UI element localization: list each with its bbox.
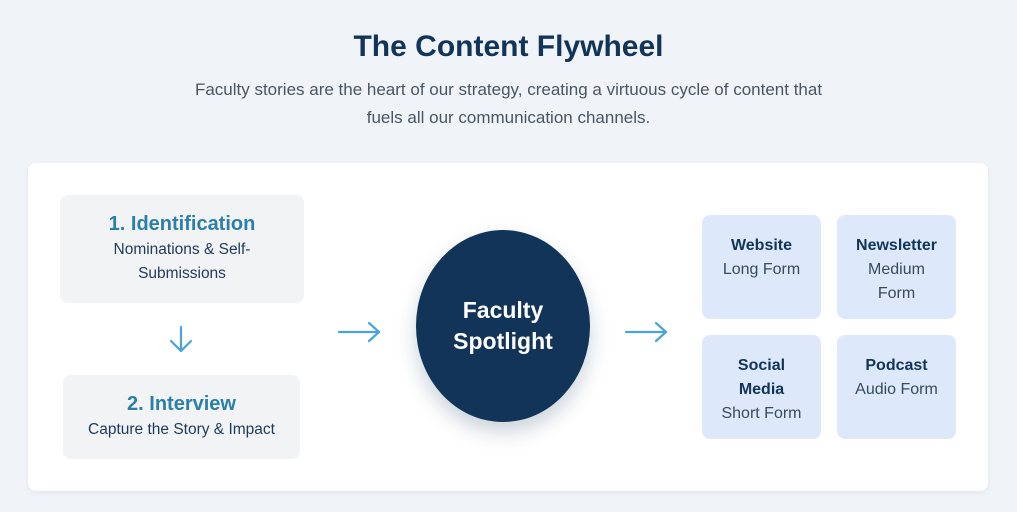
channel-name: Podcast <box>865 357 928 374</box>
step-identification: 1. Identification Nominations & Self-Sub… <box>60 195 304 303</box>
channel-form: Short Form <box>721 405 802 422</box>
arrow-right-icon <box>337 321 381 343</box>
channel-form: Long Form <box>722 261 801 278</box>
channel-name: Website <box>730 237 793 254</box>
channel-form: Audio Form <box>855 381 938 398</box>
channel-name: Newsletter <box>856 237 937 254</box>
channel-website: Website Long Form <box>702 215 821 319</box>
hub-label: Faculty Spotlight <box>453 297 553 354</box>
arrow-right-icon <box>624 321 668 343</box>
step-interview: 2. Interview Capture the Story & Impact <box>63 375 300 459</box>
channel-form: Medium Form <box>868 261 925 302</box>
step-title: 2. Interview <box>127 393 236 415</box>
flywheel-card: 1. Identification Nominations & Self-Sub… <box>28 163 988 491</box>
channel-social-media: Social Media Short Form <box>702 335 821 439</box>
step-description: Capture the Story & Impact <box>88 421 275 438</box>
step-description: Nominations & Self-Submissions <box>113 241 251 282</box>
faculty-spotlight-hub: Faculty Spotlight <box>416 230 590 422</box>
channel-name: Social Media <box>737 357 786 398</box>
channel-podcast: Podcast Audio Form <box>837 335 956 439</box>
arrow-down-icon <box>169 325 193 353</box>
step-title: 1. Identification <box>108 213 256 235</box>
page-subtitle: Faculty stories are the heart of our str… <box>194 80 823 127</box>
page-title: The Content Flywheel <box>353 30 664 63</box>
channel-newsletter: Newsletter Medium Form <box>837 215 956 319</box>
